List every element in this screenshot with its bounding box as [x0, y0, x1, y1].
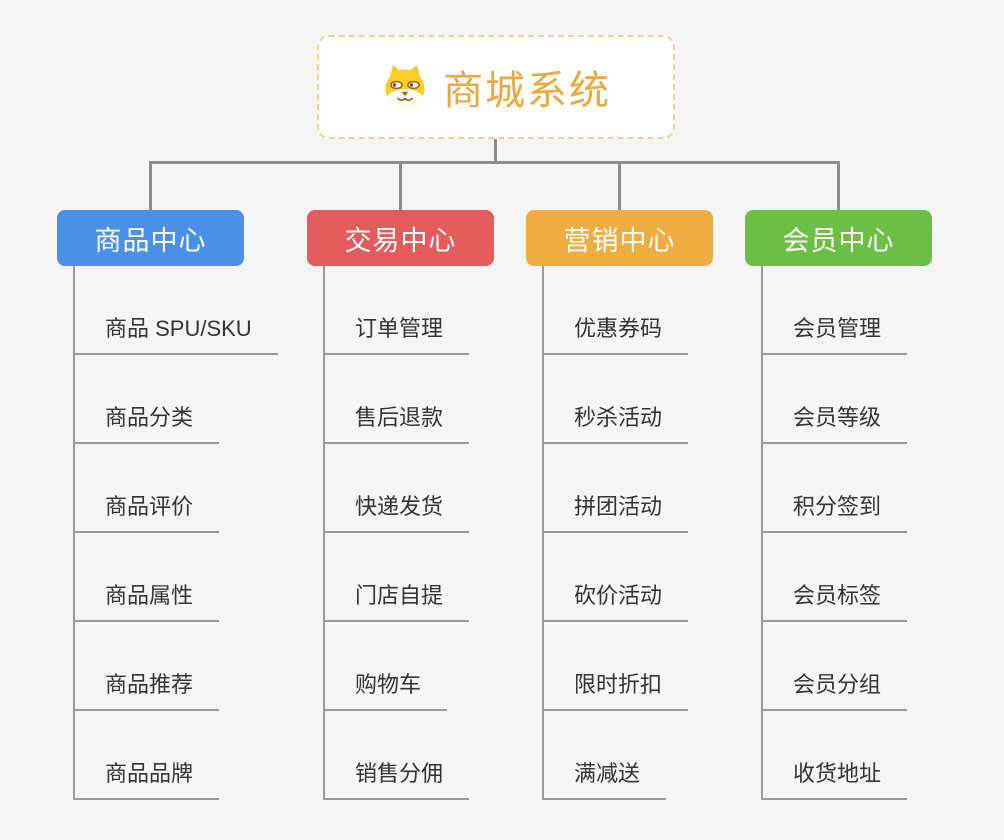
dog-face-icon: [385, 65, 425, 109]
branch-column-marketing-center: 优惠券码 秒杀活动 拼团活动 砍价活动 限时折扣 满减送: [542, 266, 772, 800]
connector-line: [618, 161, 621, 210]
connector-line: [323, 266, 325, 800]
branch-column-trade-center: 订单管理 售后退款 快递发货 门店自提 购物车 销售分佣: [323, 266, 553, 800]
root-node[interactable]: 商城系统: [317, 35, 675, 139]
branch-column-member-center: 会员管理 会员等级 积分签到 会员标签 会员分组 收货地址: [761, 266, 991, 800]
connector-line: [837, 161, 840, 210]
connector-line: [149, 161, 152, 210]
leaf-node[interactable]: 商品分类: [73, 400, 220, 444]
leaf-node[interactable]: 砍价活动: [542, 578, 689, 622]
branch-column-product-center: 商品 SPU/SKU 商品分类 商品评价 商品属性 商品推荐 商品品牌: [73, 266, 303, 800]
leaf-node[interactable]: 会员等级: [761, 400, 908, 444]
leaf-node[interactable]: 快递发货: [323, 489, 470, 533]
branch-node-marketing-center[interactable]: 营销中心: [526, 210, 713, 266]
root-node-title: 商城系统: [443, 69, 611, 113]
leaf-node[interactable]: 秒杀活动: [542, 400, 689, 444]
connector-line: [73, 266, 75, 800]
leaf-node[interactable]: 优惠券码: [542, 311, 689, 355]
leaf-node[interactable]: 订单管理: [323, 311, 470, 355]
connector-line: [494, 139, 497, 163]
leaf-node[interactable]: 限时折扣: [542, 667, 689, 711]
branch-node-product-center[interactable]: 商品中心: [57, 210, 244, 266]
leaf-node[interactable]: 购物车: [323, 667, 448, 711]
leaf-node[interactable]: 积分签到: [761, 489, 908, 533]
leaf-node[interactable]: 售后退款: [323, 400, 470, 444]
connector-line: [542, 266, 544, 800]
leaf-node[interactable]: 销售分佣: [323, 756, 470, 800]
leaf-node[interactable]: 会员标签: [761, 578, 908, 622]
leaf-node[interactable]: 收货地址: [761, 756, 908, 800]
leaf-node[interactable]: 商品推荐: [73, 667, 220, 711]
connector-line: [761, 266, 763, 800]
connector-line: [149, 161, 840, 164]
leaf-node[interactable]: 商品品牌: [73, 756, 220, 800]
branch-node-trade-center[interactable]: 交易中心: [307, 210, 494, 266]
leaf-node[interactable]: 满减送: [542, 756, 667, 800]
branch-node-member-center[interactable]: 会员中心: [745, 210, 932, 266]
leaf-node[interactable]: 门店自提: [323, 578, 470, 622]
leaf-node[interactable]: 会员分组: [761, 667, 908, 711]
leaf-node[interactable]: 拼团活动: [542, 489, 689, 533]
leaf-node[interactable]: 会员管理: [761, 311, 908, 355]
leaf-node[interactable]: 商品评价: [73, 489, 220, 533]
leaf-node[interactable]: 商品属性: [73, 578, 220, 622]
leaf-node[interactable]: 商品 SPU/SKU: [73, 311, 278, 355]
connector-line: [399, 161, 402, 210]
